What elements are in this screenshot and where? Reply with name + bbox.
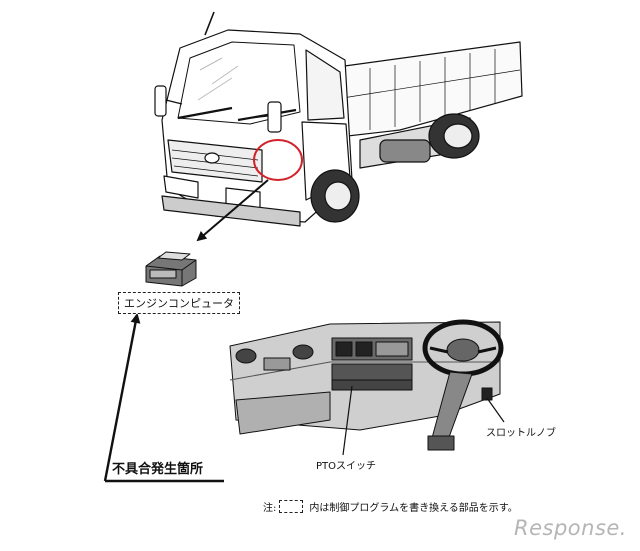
ecu-pointer-arrow (196, 179, 269, 242)
response-watermark-logo: Response. (514, 516, 627, 540)
throttle-knob-label: スロットルノブ (486, 428, 556, 439)
pto-switch-label: PTOスイッチ (316, 461, 377, 472)
note-prefix: 注: (263, 503, 277, 514)
throttle-leader-line (486, 397, 505, 423)
highlight-circle (253, 139, 303, 181)
ecu-illustration (145, 251, 197, 287)
defect-leader-line (103, 313, 141, 482)
dashboard-illustration (229, 319, 504, 451)
defect-location-label: 不具合発生箇所 (112, 462, 204, 477)
truck-illustration (154, 11, 523, 227)
legend-note: 注: 内は制御プログラムを書き換える部品を示す。 (263, 499, 518, 514)
engine-computer-label: エンジンコンピュータ (118, 292, 240, 314)
note-text: 内は制御プログラムを書き換える部品を示す。 (309, 503, 518, 514)
pto-leader-line (342, 385, 353, 456)
dashed-box-symbol (279, 500, 304, 513)
